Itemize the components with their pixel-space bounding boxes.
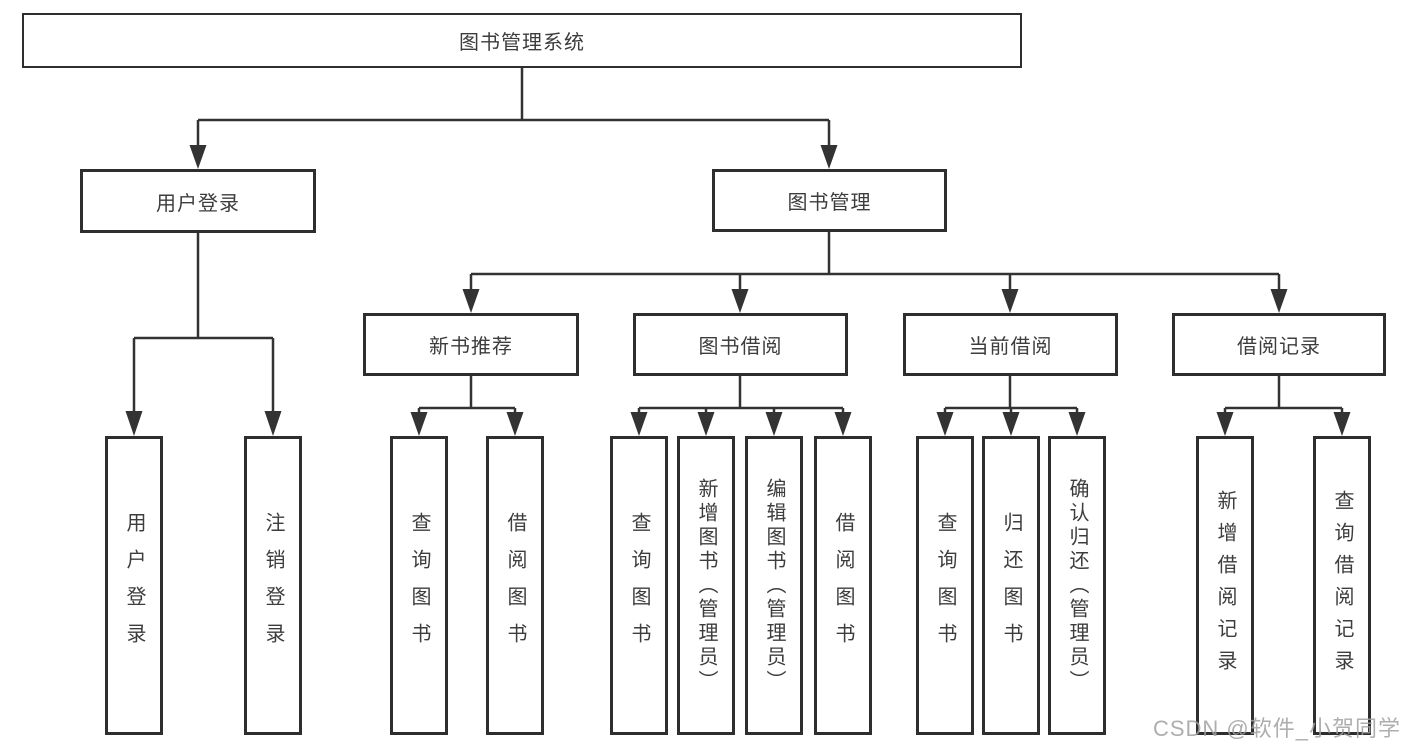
node-label: 图书管理系统 (459, 32, 585, 54)
csdn-watermark: CSDN @软件_小贺同学 (1152, 716, 1401, 741)
leaf-add-borrow-record: 新增借阅记录 (1196, 436, 1254, 735)
leaf-borrow-query-books: 查询图书 (610, 436, 668, 735)
connector-book-management-to-level3 (462, 232, 1288, 313)
node-label: 注销登录 (262, 511, 284, 660)
node-label: 借阅记录 (1237, 336, 1321, 358)
node-label: 当前借阅 (968, 336, 1053, 358)
node-label: 查询图书 (408, 511, 430, 660)
node-label: 查询图书 (934, 511, 956, 660)
leaf-recommend-query-books: 查询图书 (390, 436, 448, 735)
leaf-logout: 注销登录 (244, 436, 302, 735)
node-borrow-records: 借阅记录 (1172, 313, 1386, 376)
node-label: 查询借阅记录 (1331, 489, 1353, 682)
connector-new-book-recommend-to-leaves (410, 376, 524, 436)
node-label: 新书推荐 (429, 336, 513, 358)
leaf-return-books: 归还图书 (982, 436, 1040, 735)
node-label: 归还图书 (1000, 511, 1022, 660)
connector-book-borrow-to-leaves (630, 376, 852, 436)
node-label: 确认归还（管理员） (1066, 477, 1088, 694)
node-label: 图书借阅 (698, 336, 783, 358)
node-current-borrow: 当前借阅 (903, 313, 1118, 376)
node-user-login: 用户登录 (80, 169, 316, 233)
leaf-user-login: 用户登录 (105, 436, 163, 735)
leaf-borrow-books: 借阅图书 (814, 436, 872, 735)
leaf-current-query-books: 查询图书 (916, 436, 974, 735)
node-book-management: 图书管理 (712, 169, 947, 232)
leaf-add-books-admin: 新增图书（管理员） (677, 436, 735, 735)
node-new-book-recommend: 新书推荐 (363, 313, 579, 376)
node-book-borrow: 图书借阅 (633, 313, 848, 376)
connector-current-borrow-to-leaves (936, 376, 1086, 436)
node-label: 查询图书 (628, 511, 650, 660)
node-label: 用户登录 (123, 511, 145, 660)
node-label: 新增图书（管理员） (695, 477, 717, 694)
node-label: 新增借阅记录 (1214, 489, 1236, 682)
leaf-confirm-return-admin: 确认归还（管理员） (1048, 436, 1106, 735)
node-label: 图书管理 (787, 192, 872, 214)
node-label: 借阅图书 (832, 511, 854, 660)
node-library-management-system: 图书管理系统 (22, 13, 1022, 68)
connector-borrow-records-to-leaves (1216, 376, 1351, 436)
node-label: 编辑图书（管理员） (763, 477, 785, 694)
leaf-recommend-borrow-books: 借阅图书 (486, 436, 544, 735)
node-label: 借阅图书 (504, 511, 526, 660)
connector-root-to-level2 (189, 68, 838, 169)
node-label: 用户登录 (156, 192, 240, 215)
leaf-edit-books-admin: 编辑图书（管理员） (745, 436, 803, 735)
leaf-query-borrow-record: 查询借阅记录 (1313, 436, 1371, 735)
connector-user-login-to-leaves (125, 233, 282, 436)
